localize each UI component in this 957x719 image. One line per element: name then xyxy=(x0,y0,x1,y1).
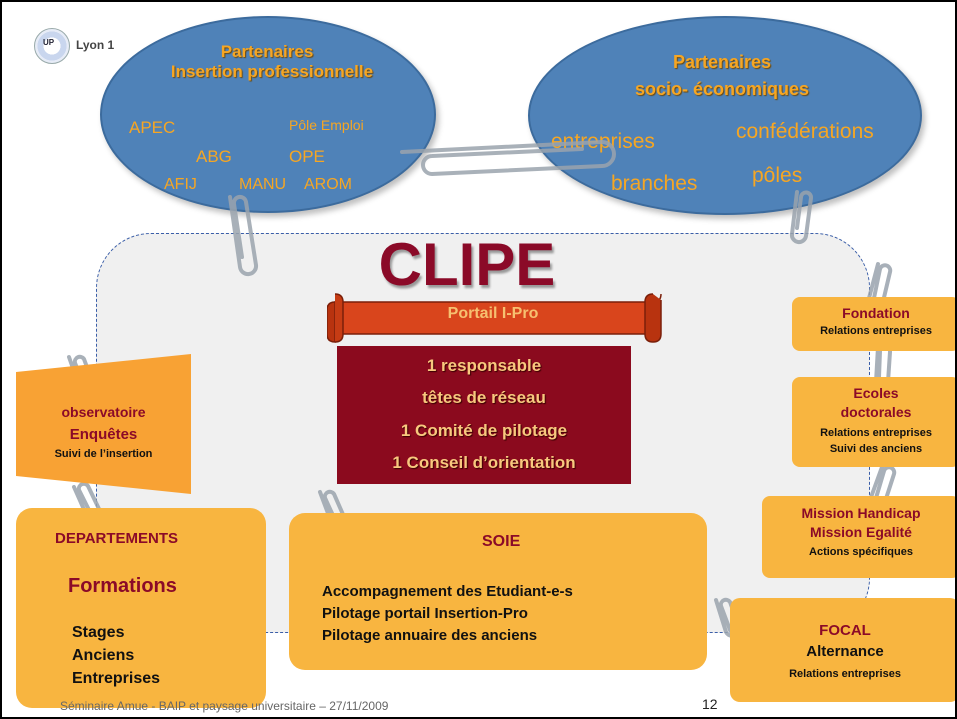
ecoles-box xyxy=(792,377,955,467)
observatoire-subtitle: Enquêtes xyxy=(69,426,138,443)
partners-socio-title-1: Partenaires xyxy=(672,52,772,72)
soie-item: Pilotage portail Insertion-Pro xyxy=(322,605,528,622)
departements-item: Stages xyxy=(72,624,125,641)
governance-line: têtes de réseau xyxy=(422,388,546,407)
partner-item: AFIJ xyxy=(164,176,197,193)
paperclip-icon xyxy=(228,194,259,277)
ecoles-detail: Relations entreprises xyxy=(820,427,932,439)
ecoles-detail: Suivi des anciens xyxy=(829,443,923,455)
mission-box xyxy=(762,496,955,578)
departements-title: DEPARTEMENTS xyxy=(55,530,179,547)
governance-line: 1 Comité de pilotage xyxy=(400,421,568,440)
footer-text: Séminaire Amue - BAIP et paysage univers… xyxy=(60,699,389,713)
partners-insertion-title-2: Insertion professionnelle xyxy=(170,62,374,81)
logo-emblem-icon xyxy=(34,28,70,64)
focal-box xyxy=(730,598,955,702)
fondation-title: Fondation xyxy=(842,305,910,321)
paperclip-icon xyxy=(400,139,616,177)
partners-insertion-ellipse xyxy=(100,16,436,213)
logo-text: Lyon 1 xyxy=(76,38,115,52)
page-number: 12 xyxy=(702,696,718,712)
soie-item: Pilotage annuaire des anciens xyxy=(322,627,538,644)
mission-title-1: Mission Handicap xyxy=(801,505,921,521)
governance-line: 1 responsable xyxy=(426,356,542,375)
soie-box xyxy=(289,513,707,670)
focal-title: FOCAL xyxy=(819,622,871,639)
ecoles-title-1: Ecoles xyxy=(853,385,899,401)
departements-item: Entreprises xyxy=(72,670,161,687)
departements-box xyxy=(16,508,266,708)
observatoire-shape xyxy=(16,354,191,494)
partner-item: ABG xyxy=(196,147,232,166)
fondation-detail: Relations entreprises xyxy=(820,325,932,337)
soie-item: Accompagnement des Etudiant-e-s xyxy=(322,583,573,600)
partner-item: MANU xyxy=(239,176,287,193)
observatoire-detail: Suivi de l’insertion xyxy=(54,448,153,460)
focal-detail: Relations entreprises xyxy=(789,668,901,680)
fondation-box xyxy=(792,297,955,351)
paperclip-icon xyxy=(789,190,813,245)
clipe-title: CLIPE xyxy=(378,231,556,298)
partner-item: pôles xyxy=(752,164,803,187)
soie-title: SOIE xyxy=(482,533,521,550)
governance-line: 1 Conseil d’orientation xyxy=(392,453,576,472)
clipe-governance-box: 1 responsable têtes de réseau 1 Comité d… xyxy=(337,346,631,484)
portail-ipro-label: Portail I-Pro xyxy=(447,305,539,322)
observatoire-title: observatoire xyxy=(61,404,146,420)
partner-item: confédérations xyxy=(736,120,874,143)
departements-item: Anciens xyxy=(72,647,135,664)
partner-item: OPE xyxy=(289,147,325,166)
mission-title-2: Mission Egalité xyxy=(810,524,912,540)
portail-banner-shape xyxy=(327,293,662,343)
ecoles-title-2: doctorales xyxy=(840,404,912,420)
logo-mark: UP xyxy=(43,38,55,47)
formations-subtitle: Formations xyxy=(68,575,177,597)
partner-item: branches xyxy=(611,172,698,195)
partners-insertion-title-1: Partenaires xyxy=(220,42,314,61)
university-logo: UP Lyon 1 xyxy=(24,16,134,66)
partners-socio-ellipse xyxy=(528,16,922,215)
partner-item: AROM xyxy=(304,176,352,193)
partner-item: APEC xyxy=(129,118,176,137)
partners-socio-title-2: socio- économiques xyxy=(634,79,810,99)
focal-subtitle: Alternance xyxy=(806,643,884,660)
partner-item: Pôle Emploi xyxy=(289,117,364,133)
mission-detail: Actions spécifiques xyxy=(809,546,913,558)
